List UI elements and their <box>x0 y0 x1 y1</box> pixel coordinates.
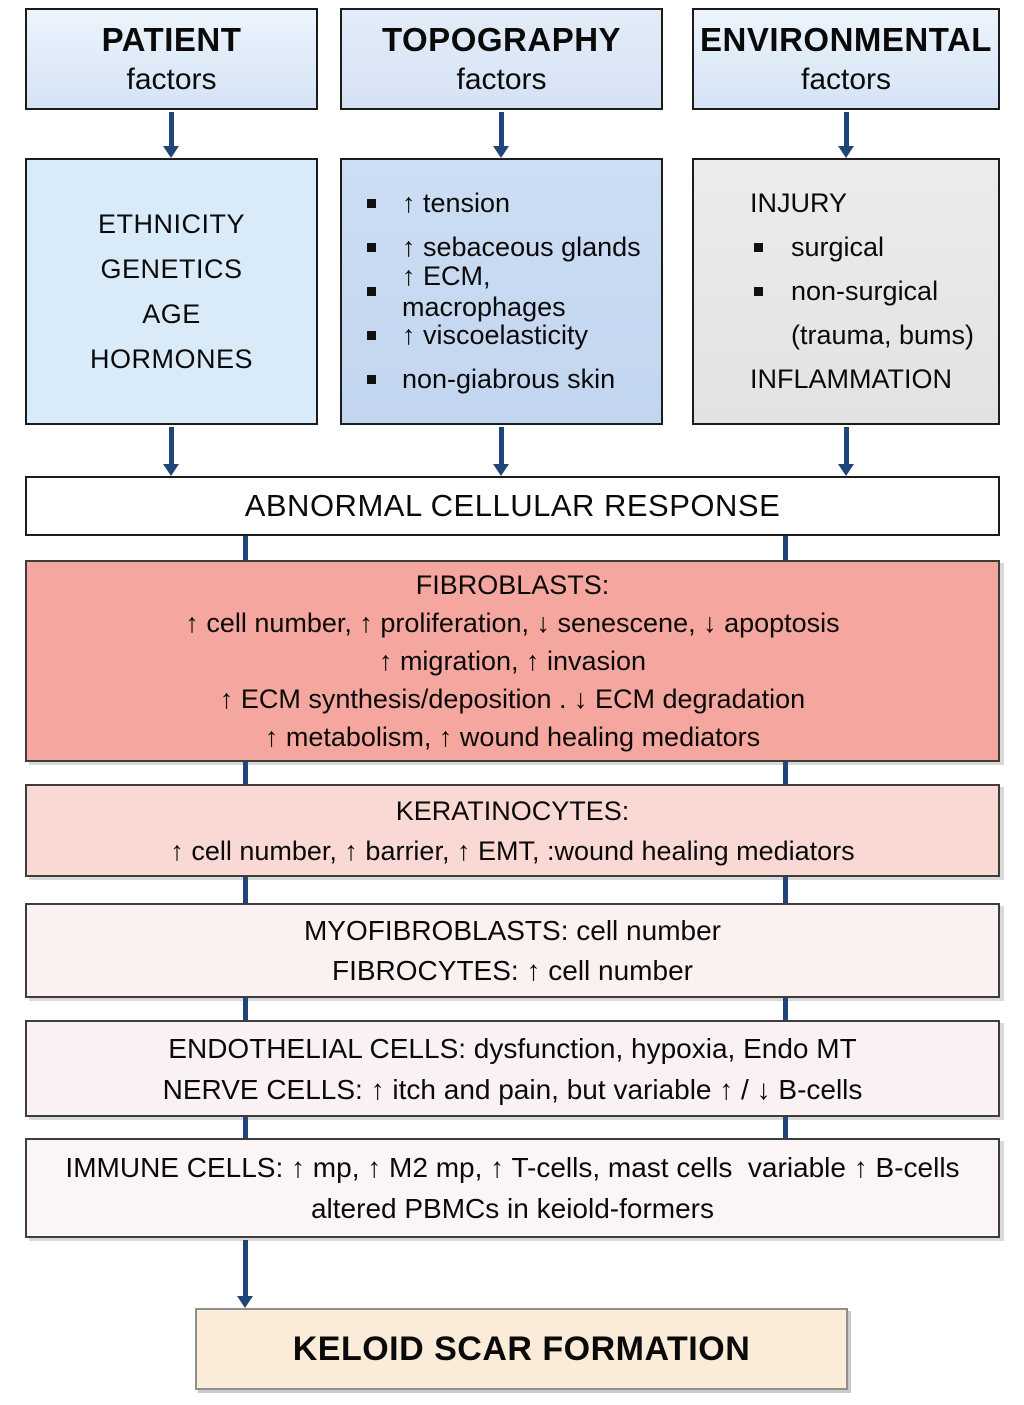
abnormal-cellular-response-box: ABNORMAL CELLULAR RESPONSE <box>25 476 1000 536</box>
arrow-down-icon <box>237 1240 253 1308</box>
bullet-square-icon <box>367 199 376 208</box>
connector-line <box>243 877 248 903</box>
connector-line <box>243 762 248 784</box>
fibroblasts-line: ↑ metabolism, ↑ wound healing mediators <box>264 722 761 752</box>
environmental-factors-title: ENVIRONMENTAL <box>700 21 992 58</box>
list-item-label: surgical <box>791 232 885 262</box>
keratinocytes-line: ↑ cell number, ↑ barrier, ↑ EMT, :wound … <box>170 835 855 866</box>
bullet-square-icon <box>754 243 763 252</box>
list-item: ↑ viscoelasticity <box>367 314 661 358</box>
fibroblasts-box: FIBROBLASTS: ↑ cell number, ↑ proliferat… <box>25 560 1000 762</box>
connector-line <box>783 1117 788 1138</box>
bullet-square-icon <box>367 243 376 252</box>
inflammation-heading: INFLAMMATION <box>750 364 952 394</box>
connector-line <box>783 877 788 903</box>
connector-line <box>243 998 248 1020</box>
topography-factors-title: TOPOGRAPHY <box>381 21 622 58</box>
arrow-down-icon <box>838 427 854 476</box>
list-item-label: ↑ sebaceous glands <box>402 232 641 262</box>
list-item-label: ↑ viscoelasticity <box>402 320 589 350</box>
fibrocytes-line: FIBROCYTES: ↑ cell number <box>332 954 693 986</box>
connector-line <box>243 536 248 560</box>
immune-cells-line: altered PBMCs in keiold-formers <box>310 1193 715 1224</box>
connector-line <box>783 762 788 784</box>
patient-factors-title: PATIENT <box>101 21 242 58</box>
list-item: non-surgical <box>694 270 998 314</box>
patient-factors-subtitle: factors <box>126 63 217 96</box>
arrow-down-icon <box>838 112 854 158</box>
fibroblasts-line: ↑ ECM synthesis/deposition . ↓ ECM degra… <box>219 684 806 714</box>
nerve-cells-line: NERVE CELLS: ↑ itch and pain, but variab… <box>162 1073 863 1105</box>
keloid-scar-formation-label: KELOID SCAR FORMATION <box>292 1329 751 1368</box>
connector-line <box>783 998 788 1020</box>
patient-factors-box: PATIENT factors <box>25 8 318 110</box>
bullet-square-icon <box>754 287 763 296</box>
list-item: surgical <box>694 226 998 270</box>
bullet-square-icon <box>367 375 376 384</box>
list-item-label: non-surgical <box>791 276 939 306</box>
endothelial-cells-box: ENDOTHELIAL CELLS: dysfunction, hypoxia,… <box>25 1020 1000 1117</box>
keratinocytes-title: KERATINOCYTES: <box>395 795 630 826</box>
list-item-continuation: (trauma, bums) <box>791 320 975 350</box>
topography-factors-subtitle: factors <box>456 63 547 96</box>
patient-detail-box: ETHNICITY GENETICS AGE HORMONES <box>25 158 318 425</box>
arrow-down-icon <box>493 427 509 476</box>
environmental-detail-box: INJURY surgical non-surgical (trauma, bu… <box>692 158 1000 425</box>
list-item: non-giabrous skin <box>367 358 661 402</box>
patient-detail-line: AGE <box>142 298 201 329</box>
arrow-down-icon <box>163 427 179 476</box>
abnormal-cellular-response-label: ABNORMAL CELLULAR RESPONSE <box>244 488 781 523</box>
list-item: ↑ ECM, macrophages <box>367 261 661 322</box>
connector-line <box>243 1117 248 1138</box>
immune-cells-box: IMMUNE CELLS: ↑ mp, ↑ M2 mp, ↑ T-cells, … <box>25 1138 1000 1238</box>
bullet-square-icon <box>367 287 376 296</box>
fibroblasts-title: FIBROBLASTS: <box>415 570 610 600</box>
immune-cells-line: IMMUNE CELLS: ↑ mp, ↑ M2 mp, ↑ T-cells, … <box>65 1152 960 1183</box>
keratinocytes-box: KERATINOCYTES: ↑ cell number, ↑ barrier,… <box>25 784 1000 877</box>
keloid-scar-formation-box: KELOID SCAR FORMATION <box>195 1308 848 1390</box>
list-item: ↑ sebaceous glands <box>367 226 661 270</box>
myofibroblasts-box: MYOFIBROBLASTS: cell number FIBROCYTES: … <box>25 903 1000 998</box>
topography-factors-box: TOPOGRAPHY factors <box>340 8 663 110</box>
environmental-factors-subtitle: factors <box>800 63 892 96</box>
arrow-down-icon <box>493 112 509 158</box>
bullet-square-icon <box>367 331 376 340</box>
fibroblasts-line: ↑ cell number, ↑ proliferation, ↓ senesc… <box>185 608 840 638</box>
patient-detail-line: HORMONES <box>89 343 253 374</box>
patient-detail-line: ETHNICITY <box>97 208 245 239</box>
fibroblasts-line: ↑ migration, ↑ invasion <box>378 646 647 676</box>
injury-heading: INJURY <box>750 188 848 218</box>
list-item: ↑ tension <box>367 182 661 226</box>
arrow-down-icon <box>163 112 179 158</box>
myofibroblasts-line: MYOFIBROBLASTS: cell number <box>303 914 721 946</box>
list-item-label: ↑ tension <box>402 188 511 218</box>
list-item-label: non-giabrous skin <box>402 364 616 394</box>
patient-detail-line: GENETICS <box>100 253 243 284</box>
endothelial-cells-line: ENDOTHELIAL CELLS: dysfunction, hypoxia,… <box>168 1032 857 1064</box>
list-item-label: ↑ ECM, macrophages <box>402 260 566 322</box>
connector-line <box>783 536 788 560</box>
topography-detail-box: ↑ tension ↑ sebaceous glands ↑ ECM, macr… <box>340 158 663 425</box>
environmental-factors-box: ENVIRONMENTAL factors <box>692 8 1000 110</box>
